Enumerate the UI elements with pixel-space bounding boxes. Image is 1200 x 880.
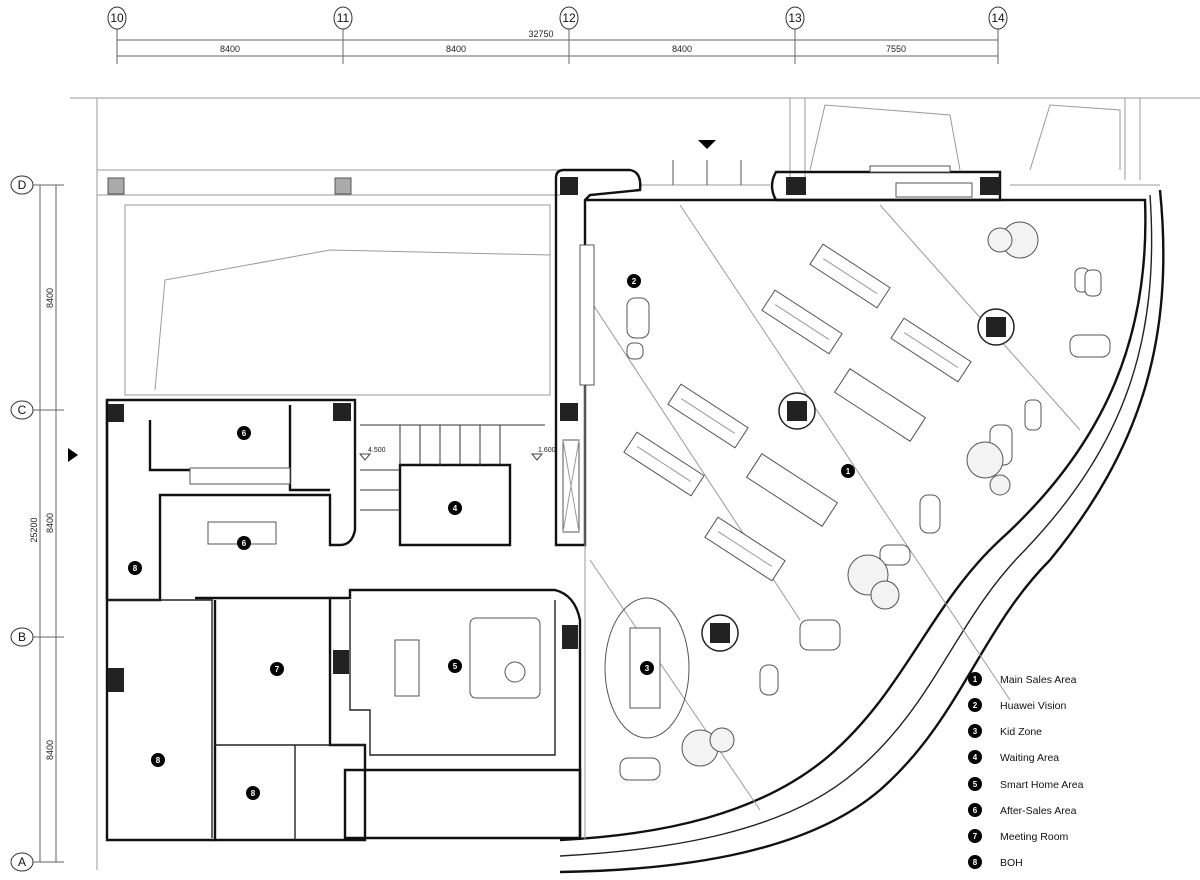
legend-number: 5 [973, 780, 978, 789]
room-marker-number: 8 [133, 564, 138, 573]
grid-bubble-label: B [18, 630, 26, 644]
column-post [334, 177, 352, 195]
room-marker-number: 4 [453, 504, 458, 513]
room-marker-number: 1 [846, 467, 851, 476]
grid-bubble-label: 14 [991, 11, 1005, 25]
side-entrance-arrow-icon [68, 448, 78, 462]
room-marker-number: 7 [275, 665, 280, 674]
room-marker: 8 [246, 786, 260, 800]
main-hall-walls [554, 140, 1165, 874]
dim-span: 7550 [886, 44, 906, 54]
grid-bubble-label: D [18, 178, 27, 192]
room-markers: 1 2 3 4 5 6 6 7 8 8 8 [128, 274, 855, 800]
room-marker-number: 8 [156, 756, 161, 765]
dim-span: 8400 [672, 44, 692, 54]
level-label: 4.500 [368, 447, 386, 454]
room-marker: 4 [448, 501, 462, 515]
room-marker: 3 [640, 661, 654, 675]
feature-columns [701, 308, 1015, 652]
grid-bubble-label: 10 [110, 11, 124, 25]
legend-number: 1 [973, 675, 978, 684]
room-marker: 6 [237, 536, 251, 550]
column-post [107, 177, 125, 195]
legend-item: 3 Kid Zone [968, 724, 1042, 738]
legend-item: 1 Main Sales Area [968, 672, 1077, 686]
entrance-arrow-icon [698, 140, 716, 149]
dim-span: 8400 [45, 513, 55, 533]
level-tags: 4.500 1.600 [358, 447, 556, 461]
level-label: 1.600 [538, 447, 556, 454]
legend-number: 3 [973, 727, 978, 736]
display-tables [623, 243, 972, 582]
service-block-walls [68, 398, 582, 842]
lounge-furniture [604, 221, 1111, 781]
grid-bubble-label: 13 [788, 11, 802, 25]
legend-item: 8 BOH [968, 855, 1023, 869]
dim-span: 8400 [446, 44, 466, 54]
room-marker: 2 [627, 274, 641, 288]
dim-span: 8400 [45, 740, 55, 760]
room-marker: 7 [270, 662, 284, 676]
room-marker: 8 [151, 753, 165, 767]
room-marker-number: 6 [242, 429, 247, 438]
column-dimensions: 32750 8400 8400 8400 7550 10 11 12 13 14 [107, 6, 1008, 64]
room-marker-number: 3 [645, 664, 650, 673]
legend-number: 4 [973, 753, 978, 762]
room-marker-number: 8 [251, 789, 256, 798]
legend-number: 7 [973, 832, 978, 841]
legend-item: 2 Huawei Vision [968, 698, 1067, 712]
grid-bubble-label: 11 [337, 11, 350, 25]
legend-number: 8 [973, 858, 978, 867]
site-context-lines [70, 97, 1200, 870]
legend-label: Huawei Vision [1000, 700, 1067, 712]
room-marker-number: 2 [632, 277, 637, 286]
room-marker: 8 [128, 561, 142, 575]
legend-number: 6 [973, 806, 978, 815]
legend-label: After-Sales Area [1000, 805, 1077, 817]
legend-item: 4 Waiting Area [968, 750, 1059, 764]
legend-label: Main Sales Area [1000, 674, 1077, 686]
room-marker: 1 [841, 464, 855, 478]
legend-label: Kid Zone [1000, 726, 1042, 738]
room-marker: 5 [448, 659, 462, 673]
room-marker-number: 5 [453, 662, 458, 671]
dim-span: 8400 [220, 44, 240, 54]
dim-total-columns: 32750 [528, 29, 553, 39]
legend-item: 5 Smart Home Area [968, 777, 1084, 791]
legend-label: Waiting Area [1000, 752, 1059, 764]
legend-label: BOH [1000, 857, 1023, 869]
room-marker-number: 6 [242, 539, 247, 548]
row-dimensions: 25200 8400 8400 8400 D C B A [10, 175, 64, 872]
legend-item: 6 After-Sales Area [968, 803, 1077, 817]
legend: 1 Main Sales Area 2 Huawei Vision 3 Kid Zon… [968, 672, 1084, 869]
legend-item: 7 Meeting Room [968, 829, 1069, 843]
dim-total-rows: 25200 [29, 517, 39, 542]
legend-number: 2 [973, 701, 978, 710]
room-marker: 6 [237, 426, 251, 440]
grid-bubble-label: C [18, 403, 27, 417]
legend-label: Smart Home Area [1000, 779, 1084, 791]
dim-span: 8400 [45, 288, 55, 308]
grid-bubble-label: A [18, 855, 26, 869]
grid-bubble-label: 12 [562, 11, 576, 25]
legend-label: Meeting Room [1000, 831, 1069, 843]
